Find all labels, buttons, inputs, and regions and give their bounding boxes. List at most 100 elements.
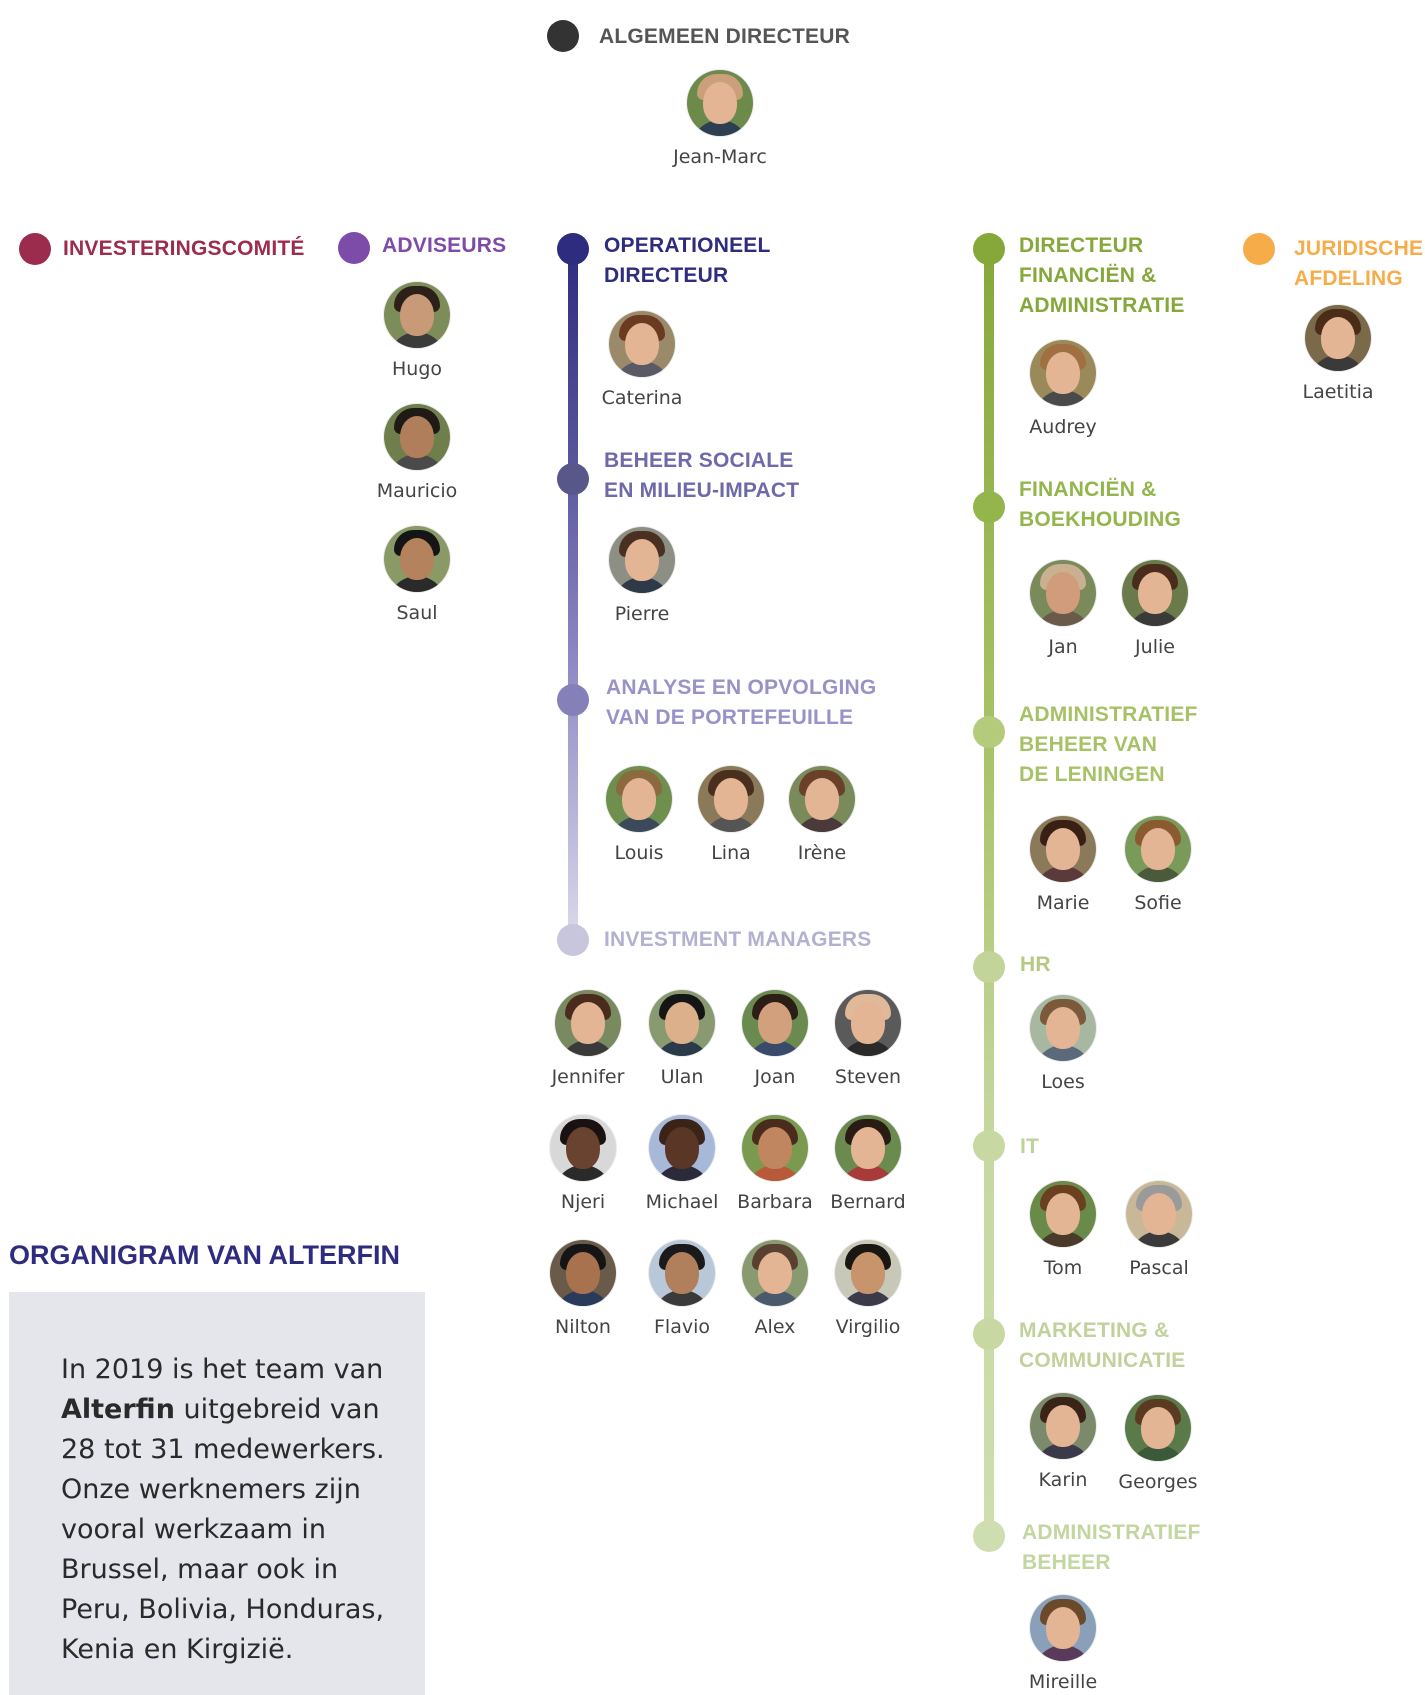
investment-managers-dot [557, 924, 589, 956]
person-name: Georges [1118, 1471, 1198, 1493]
person-card: Jean-Marc [665, 70, 775, 168]
loans-dot [973, 716, 1005, 748]
impact-heading: BEHEER SOCIALE EN MILIEU-IMPACT [604, 449, 800, 502]
person-card: Loes [1008, 995, 1118, 1093]
avatar [1126, 1181, 1192, 1247]
person-name: Saul [396, 602, 438, 624]
avatar [1030, 560, 1096, 626]
finance-timeline [984, 248, 994, 1538]
avatar [742, 990, 808, 1056]
avatar [1305, 305, 1371, 371]
person-card: Irène [767, 766, 877, 864]
person-card: Marie [1008, 816, 1118, 914]
avatar [384, 282, 450, 348]
person-card: Hugo [362, 282, 472, 380]
person-name: Flavio [654, 1316, 710, 1338]
operations-timeline [568, 248, 578, 938]
portfolio-heading: ANALYSE EN OPVOLGING VAN DE PORTEFEUILLE [606, 676, 877, 729]
avatar [609, 311, 675, 377]
person-name: Virgilio [835, 1316, 901, 1338]
avatar [609, 527, 675, 593]
person-name: Barbara [737, 1191, 813, 1213]
portfolio-dot [557, 684, 589, 716]
person-name: Alex [754, 1316, 796, 1338]
avatar [687, 70, 753, 136]
info-box: In 2019 is het team van Alterfin uitgebr… [9, 1292, 425, 1695]
person-name: Lina [711, 842, 751, 864]
person-name: Ulan [660, 1066, 704, 1088]
person-card: Saul [362, 526, 472, 624]
person-card: Joan [720, 990, 830, 1088]
avatar [384, 404, 450, 470]
investment-committee-dot [19, 233, 51, 265]
person-card: Louis [584, 766, 694, 864]
person-card: Lina [676, 766, 786, 864]
impact-dot [557, 463, 589, 495]
person-name: Audrey [1029, 416, 1097, 438]
avatar [1125, 1395, 1191, 1461]
advisors-heading: ADVISEURS [382, 234, 507, 257]
person-name: Pascal [1129, 1257, 1189, 1279]
person-card: Karin [1008, 1393, 1118, 1491]
person-card: Laetitia [1283, 305, 1393, 403]
accounting-heading: FINANCIËN & BOEKHOUDING [1019, 478, 1182, 531]
person-name: Jennifer [551, 1066, 625, 1088]
advisors-dot [338, 232, 370, 264]
investment-committee-heading: INVESTERINGSCOMITÉ [63, 237, 305, 260]
person-card: Jan [1008, 560, 1118, 658]
info-text-after: uitgebreid van 28 tot 31 medewerkers. On… [61, 1394, 385, 1665]
person-name: Caterina [601, 387, 683, 409]
person-card: Mauricio [362, 404, 472, 502]
person-name: Julie [1135, 636, 1175, 658]
marketing-dot [973, 1318, 1005, 1350]
person-name: Jan [1048, 636, 1078, 658]
person-card: Alex [720, 1240, 830, 1338]
person-card: Michael [627, 1115, 737, 1213]
admin-dot [973, 1520, 1005, 1552]
page-title: ORGANIGRAM VAN ALTERFIN [9, 1240, 400, 1270]
avatar [1122, 560, 1188, 626]
it-dot [973, 1130, 1005, 1162]
person-name: Sofie [1134, 892, 1182, 914]
person-name: Jean-Marc [673, 146, 767, 168]
person-card: Sofie [1103, 816, 1213, 914]
investment-managers-heading: INVESTMENT MANAGERS [604, 928, 872, 951]
person-name: Bernard [830, 1191, 906, 1213]
avatar [606, 766, 672, 832]
person-card: Nilton [528, 1240, 638, 1338]
person-name: Steven [834, 1066, 902, 1088]
marketing-heading: MARKETING & COMMUNICATIE [1019, 1319, 1186, 1372]
avatar [1030, 1181, 1096, 1247]
avatar [555, 990, 621, 1056]
person-card: Barbara [720, 1115, 830, 1213]
person-card: Pascal [1104, 1181, 1214, 1279]
person-card: Caterina [587, 311, 697, 409]
person-card: Georges [1103, 1395, 1213, 1493]
person-name: Pierre [614, 603, 670, 625]
person-name: Karin [1038, 1469, 1088, 1491]
avatar [1125, 816, 1191, 882]
person-card: Mireille [1008, 1595, 1118, 1693]
avatar [1030, 1595, 1096, 1661]
person-name: Laetitia [1302, 381, 1374, 403]
person-name: Michael [645, 1191, 719, 1213]
person-card: Njeri [528, 1115, 638, 1213]
person-card: Steven [813, 990, 923, 1088]
person-card: Flavio [627, 1240, 737, 1338]
loans-heading: ADMINISTRATIEF BEHEER VAN DE LENINGEN [1019, 703, 1198, 786]
finance-director-dot [973, 233, 1005, 265]
avatar [835, 990, 901, 1056]
person-name: Njeri [560, 1191, 606, 1213]
accounting-dot [973, 491, 1005, 523]
avatar [742, 1115, 808, 1181]
person-name: Joan [754, 1066, 796, 1088]
avatar [550, 1115, 616, 1181]
operations-director-dot [557, 233, 589, 265]
avatar [698, 766, 764, 832]
person-card: Julie [1100, 560, 1210, 658]
person-name: Loes [1041, 1071, 1085, 1093]
ceo-heading: ALGEMEEN DIRECTEUR [599, 25, 850, 48]
avatar [649, 1240, 715, 1306]
avatar [742, 1240, 808, 1306]
person-name: Nilton [555, 1316, 611, 1338]
